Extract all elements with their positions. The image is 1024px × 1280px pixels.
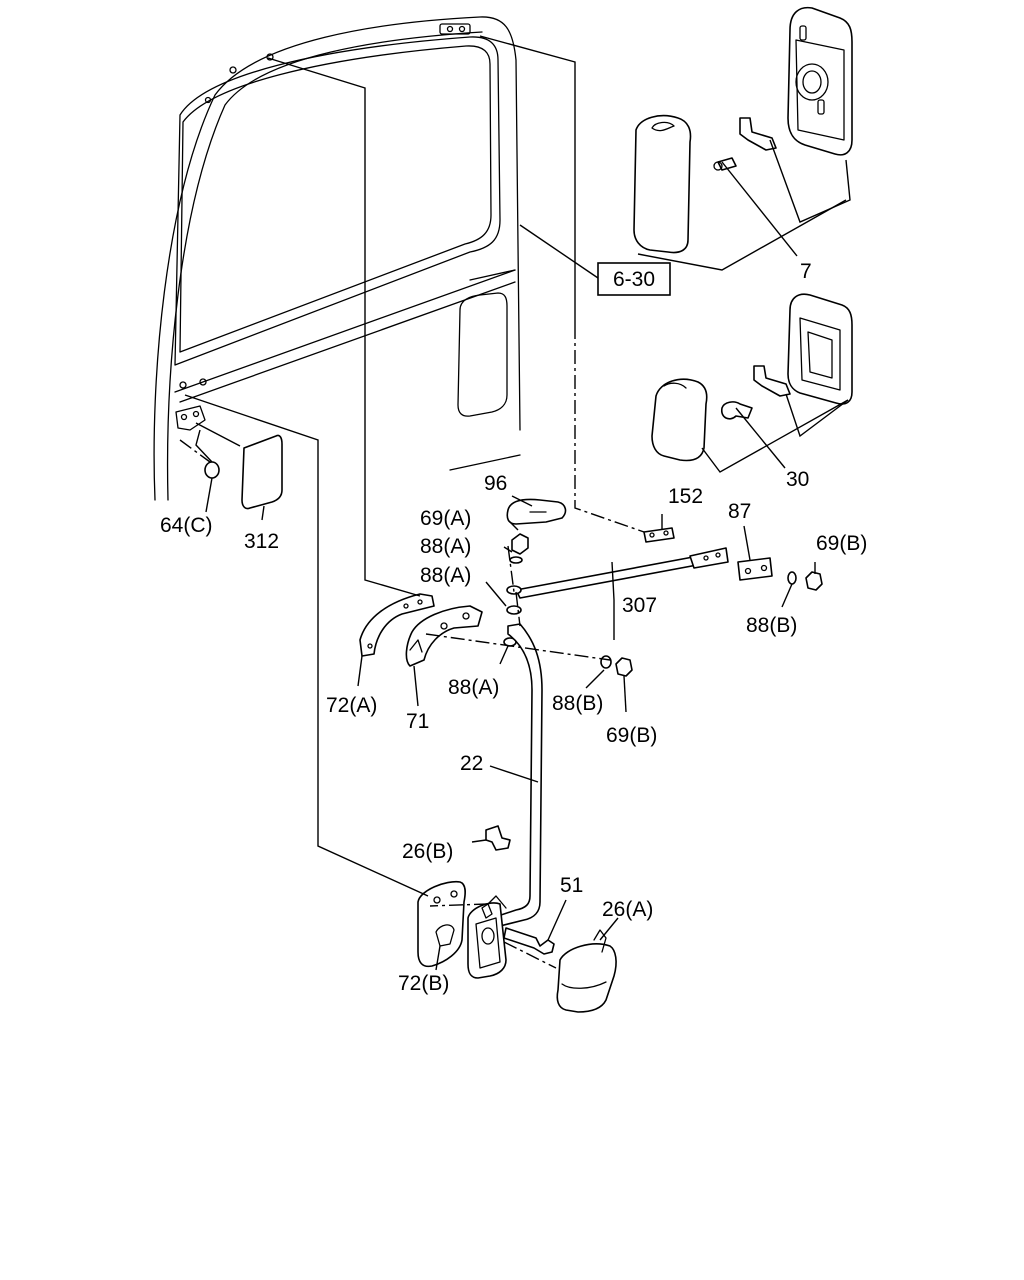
part-71-bracket	[405, 605, 483, 667]
part-51-bolt	[503, 927, 555, 955]
callout-22[interactable]: 22	[460, 752, 483, 775]
callout-69B-top[interactable]: 69(B)	[816, 532, 867, 555]
callout-88B-top[interactable]: 88(B)	[746, 614, 797, 637]
callout-26B[interactable]: 26(B)	[402, 840, 453, 863]
callout-88A-2[interactable]: 88(A)	[420, 564, 471, 587]
base-housing	[467, 902, 507, 979]
upper-mirror	[787, 6, 853, 156]
callout-88B-mid[interactable]: 88(B)	[552, 692, 603, 715]
part-26A-cover	[556, 929, 617, 1013]
callout-96[interactable]: 96	[484, 472, 507, 495]
callout-88A-1[interactable]: 88(A)	[420, 535, 471, 558]
callout-87[interactable]: 87	[728, 500, 751, 523]
callout-307[interactable]: 307	[622, 594, 657, 617]
callout-64C[interactable]: 64(C)	[160, 514, 213, 537]
callout-152[interactable]: 152	[668, 485, 703, 508]
callout-26A[interactable]: 26(A)	[602, 898, 653, 921]
lower-mirror-bracket	[720, 365, 791, 420]
callout-72A[interactable]: 72(A)	[326, 694, 377, 717]
part-72B-plate	[417, 880, 466, 968]
part-96-cap	[506, 498, 567, 525]
callout-72B[interactable]: 72(B)	[398, 972, 449, 995]
part-26B-clip	[485, 825, 511, 851]
part-64C-plug	[204, 461, 220, 479]
callout-69A[interactable]: 69(A)	[420, 507, 471, 530]
part-312-cover	[241, 434, 283, 510]
part-87-plate	[737, 557, 773, 581]
leader-lines	[179, 35, 851, 971]
cab-door-outline	[153, 16, 521, 501]
callout-69B-mid[interactable]: 69(B)	[606, 724, 657, 747]
reference-box	[597, 262, 671, 296]
callout-88A-3[interactable]: 88(A)	[448, 676, 499, 699]
callout-51[interactable]: 51	[560, 874, 583, 897]
ref-label-6-30[interactable]: 6-30	[613, 268, 655, 291]
part-152-plate	[643, 527, 675, 543]
nuts-and-washers	[503, 533, 823, 677]
callout-7[interactable]: 7	[800, 260, 812, 283]
lower-mirror-cover	[651, 378, 708, 462]
upper-mirror-cover	[633, 114, 692, 254]
callout-71[interactable]: 71	[406, 710, 429, 733]
lower-mirror	[787, 293, 853, 405]
callout-labels: 6-30 7 30 96 152 87 69(A) 69(B) 88(A) 88…	[160, 260, 867, 995]
callout-30[interactable]: 30	[786, 468, 809, 491]
upper-mirror-bracket	[713, 117, 777, 171]
callout-312[interactable]: 312	[244, 530, 279, 553]
part-72A-stay	[359, 593, 435, 657]
part-307-arm	[515, 547, 729, 599]
